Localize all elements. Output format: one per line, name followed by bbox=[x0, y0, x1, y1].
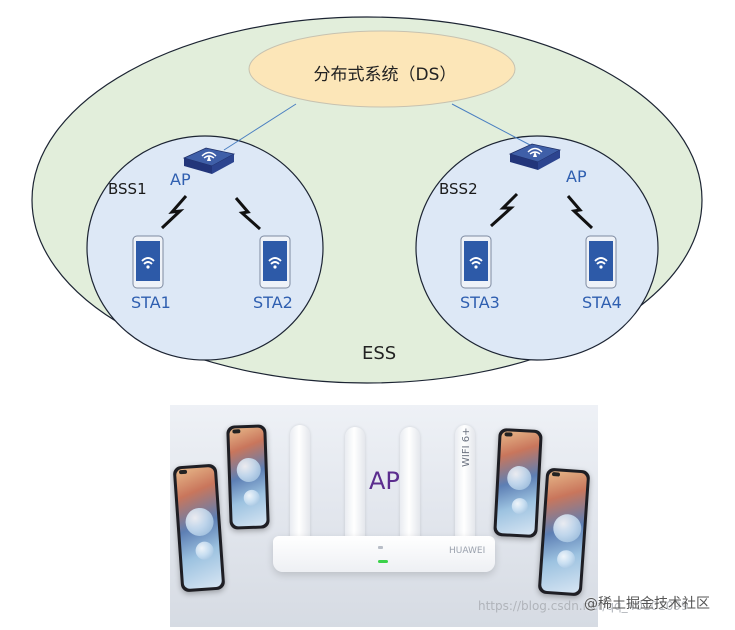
ap1-label: AP bbox=[170, 170, 191, 189]
sta1-phone-icon bbox=[132, 235, 164, 289]
ap-label: AP bbox=[369, 467, 400, 495]
ap1-icon bbox=[182, 147, 236, 174]
sta2-phone-icon bbox=[259, 235, 291, 289]
sta1-label: STA1 bbox=[131, 293, 171, 312]
wireless-link-icon bbox=[160, 195, 188, 230]
community-watermark: @稀土掘金技术社区 bbox=[584, 596, 710, 612]
router-antenna bbox=[345, 427, 365, 543]
ds-link-left bbox=[223, 103, 297, 151]
router-antenna bbox=[455, 425, 475, 543]
wireless-link-icon bbox=[489, 192, 519, 228]
ap2-label: AP bbox=[566, 167, 587, 186]
bss2-label: BSS2 bbox=[439, 180, 478, 198]
router-indicator bbox=[378, 546, 383, 549]
phone-image bbox=[226, 424, 270, 530]
router-antenna bbox=[290, 425, 310, 543]
wireless-link-icon bbox=[566, 195, 594, 230]
phone-image bbox=[537, 467, 591, 597]
watermark-url: https://blog.csdn.net/qq_40101099 bbox=[478, 599, 689, 613]
bss2-circle bbox=[415, 135, 659, 361]
ds-ellipse bbox=[248, 30, 516, 108]
network-diagram bbox=[31, 16, 703, 384]
ds-link-right bbox=[451, 103, 531, 146]
phone-image bbox=[172, 463, 226, 593]
bss1-circle bbox=[86, 135, 324, 361]
phone-image bbox=[493, 427, 543, 539]
router-photo: WIFI 6+ HUAWEI AP bbox=[170, 405, 598, 627]
router-antenna bbox=[400, 427, 420, 543]
ess-label: ESS bbox=[362, 343, 397, 364]
sta3-label: STA3 bbox=[460, 293, 500, 312]
bss1-label: BSS1 bbox=[108, 180, 147, 198]
wireless-link-icon bbox=[234, 197, 261, 231]
sta4-phone-icon bbox=[585, 235, 617, 289]
sta3-phone-icon bbox=[460, 235, 492, 289]
ds-label: 分布式系统（DS） bbox=[313, 65, 457, 85]
sta2-label: STA2 bbox=[253, 293, 293, 312]
sta4-label: STA4 bbox=[582, 293, 622, 312]
router-led bbox=[378, 560, 388, 563]
wifi6-mark: WIFI 6+ bbox=[461, 427, 472, 467]
router-brand: HUAWEI bbox=[449, 546, 486, 556]
ap2-icon bbox=[508, 143, 562, 170]
router-body: HUAWEI bbox=[273, 536, 495, 572]
